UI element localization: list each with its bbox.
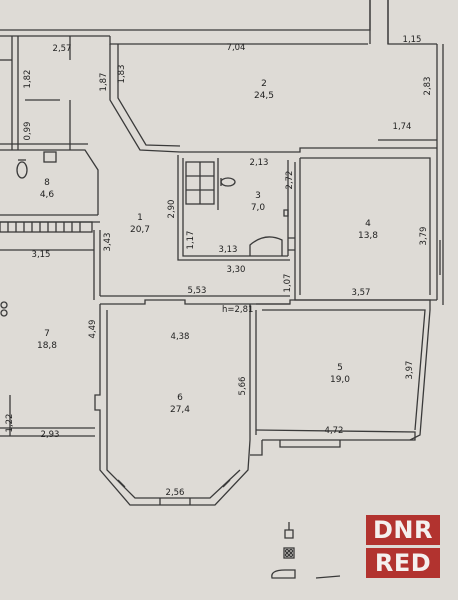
- room-8-number: 8: [44, 178, 50, 188]
- dim-label: 1,83: [117, 65, 127, 84]
- dim-label: 4,38: [171, 332, 190, 342]
- room-labels: 2 24,5 8 4,6 3 7,0 1 20,7 4 13,8 7 18,8 …: [37, 79, 378, 415]
- dimension-labels: 2,57 7,04 1,15 1,74 2,13 3,13 3,15 3,30 …: [32, 35, 422, 498]
- dim-label: 2,56: [166, 488, 185, 498]
- room-3-area: 7,0: [251, 203, 266, 213]
- ceiling-height-label: h=2,81: [222, 305, 253, 315]
- dim-label: 2,90: [167, 200, 177, 219]
- dim-label: 1,22: [5, 414, 15, 433]
- dim-label: 3,15: [32, 250, 51, 260]
- room-6-area: 27,4: [170, 405, 190, 415]
- dim-label: 2,83: [423, 77, 433, 96]
- room-2-number: 2: [261, 79, 267, 89]
- watermark-logo: DNR RED: [366, 515, 440, 581]
- dim-label: 1,07: [283, 274, 293, 293]
- dim-label: 1,82: [23, 70, 33, 89]
- room-3-number: 3: [255, 191, 261, 201]
- dim-label: 3,30: [227, 265, 246, 275]
- dim-label: 7,04: [227, 43, 246, 53]
- dim-label: 3,97: [405, 361, 415, 380]
- dim-label: 2,72: [285, 171, 295, 190]
- room-1-area: 20,7: [130, 225, 150, 235]
- room-6-number: 6: [177, 393, 183, 403]
- dim-label: 0,99: [23, 122, 33, 141]
- room-7-number: 7: [44, 329, 50, 339]
- dim-label: 1,17: [186, 231, 196, 250]
- room-1-number: 1: [137, 213, 143, 223]
- dim-label: 3,43: [103, 233, 113, 252]
- room-4-number: 4: [365, 219, 371, 229]
- dim-label: 1,74: [393, 122, 412, 132]
- room-2-area: 24,5: [254, 91, 274, 101]
- dim-label: 2,57: [53, 44, 72, 54]
- dim-label: 1,15: [403, 35, 422, 45]
- dim-label: 4,49: [88, 320, 98, 339]
- dim-label: 3,57: [352, 288, 371, 298]
- dim-label: 5,66: [238, 377, 248, 396]
- room-8-area: 4,6: [40, 190, 55, 200]
- dim-label: 1,87: [99, 73, 109, 92]
- room-4-area: 13,8: [358, 231, 378, 241]
- room-5-number: 5: [337, 363, 343, 373]
- walls: [0, 0, 444, 579]
- dim-label: 2,93: [41, 430, 60, 440]
- dimension-labels-vertical: 2,83 1,82 1,87 1,83 0,99 2,72 2,90 3,79 …: [5, 65, 433, 433]
- dim-label: 2,13: [250, 158, 269, 168]
- dim-label: 4,72: [325, 426, 344, 436]
- watermark-line-1: DNR: [366, 515, 440, 545]
- dim-label: 3,79: [419, 227, 429, 246]
- dim-label: 3,13: [219, 245, 238, 255]
- room-5-area: 19,0: [330, 375, 350, 385]
- dim-label: 5,53: [188, 286, 207, 296]
- room-7-area: 18,8: [37, 341, 57, 351]
- watermark-line-2: RED: [366, 548, 440, 578]
